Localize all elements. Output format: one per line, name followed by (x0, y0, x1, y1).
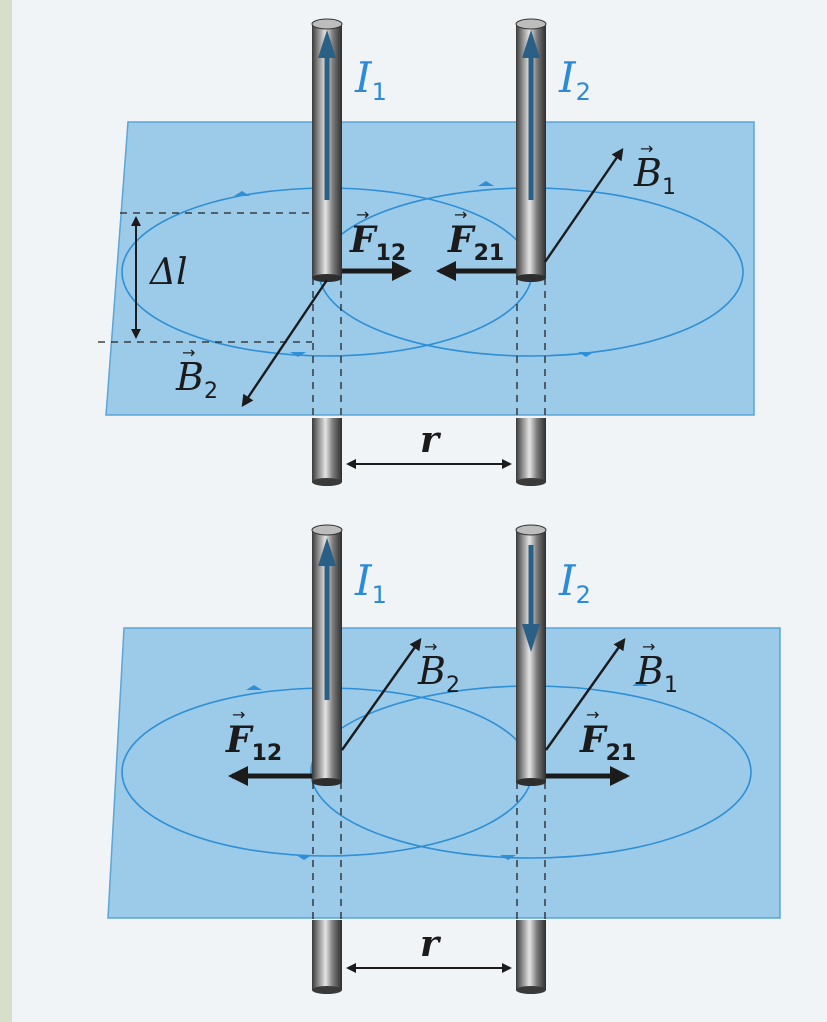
field-direction-arrow (290, 352, 306, 357)
current-2-label: I2 (558, 556, 591, 609)
rod-1-top (311, 18, 343, 30)
svg-text:→: → (424, 637, 437, 656)
length-label: Δl (148, 252, 188, 293)
svg-text:→: → (454, 205, 467, 224)
rod-1-stub (312, 920, 342, 990)
field-direction-arrow (296, 855, 312, 860)
svg-text:→: → (642, 637, 655, 656)
svg-text:→: → (232, 705, 245, 724)
svg-text:B2: B2 (175, 355, 218, 404)
rod-1-stub-end (312, 478, 342, 486)
svg-text:F21: F21 (579, 719, 636, 766)
rod-2-top (515, 524, 547, 536)
svg-text:F12: F12 (225, 719, 282, 766)
svg-text:→: → (356, 205, 369, 224)
field-direction-arrow (632, 681, 648, 686)
top-figure: I1 I2 B1 → B2 → F12 → F21 → Δl r (98, 18, 755, 486)
rod-2-bottom (516, 274, 546, 282)
bottom-figure: I1 I2 B2 → B1 → F12 → F21 → r (107, 524, 781, 994)
field-2-vector (241, 279, 328, 407)
rod-2-stub-end (516, 478, 546, 486)
current-1-arrow-icon (318, 538, 336, 700)
force-12-label: F12 → (349, 205, 406, 266)
field-1-vector (544, 148, 624, 263)
plane (107, 627, 781, 919)
svg-text:B1: B1 (635, 649, 678, 698)
field-2-label: B2 → (175, 343, 218, 404)
svg-text:F21: F21 (447, 219, 504, 266)
rod-2-top (515, 18, 547, 30)
field-direction-arrow (234, 191, 250, 196)
field-direction-arrow (478, 181, 494, 186)
rod-2-stub (516, 418, 546, 482)
rod-1-top (311, 524, 343, 536)
distance-label: r (420, 923, 442, 965)
rod-1-stub (312, 418, 342, 482)
rod-2-stub-end (516, 986, 546, 994)
rod-1-bottom (312, 778, 342, 786)
rod-1-bottom (312, 274, 342, 282)
field-2-vector (341, 638, 422, 751)
force-12-label: F12 → (225, 705, 282, 766)
rod-2-stub (516, 920, 546, 990)
field-1-vector (545, 638, 626, 751)
field-2-label: B2 → (417, 637, 460, 698)
svg-text:F12: F12 (349, 219, 406, 266)
current-2-arrow-icon (522, 30, 540, 200)
current-1-label: I1 (354, 53, 387, 106)
current-2-arrow-down-icon (522, 545, 540, 652)
force-21-label: F21 → (579, 705, 636, 766)
svg-text:→: → (586, 705, 599, 724)
current-2-label: I2 (558, 53, 591, 106)
distance-label: r (420, 419, 442, 461)
rod-1-stub-end (312, 986, 342, 994)
svg-text:→: → (640, 139, 653, 158)
force-21-label: F21 → (447, 205, 504, 266)
svg-text:B1: B1 (633, 151, 676, 200)
svg-text:B2: B2 (417, 649, 460, 698)
field-direction-arrow (578, 352, 594, 357)
field-direction-arrow (500, 855, 516, 860)
rod-2-bottom (516, 778, 546, 786)
svg-text:→: → (182, 343, 195, 362)
field-1-label: B1 → (635, 637, 678, 698)
field-1-label: B1 → (633, 139, 676, 200)
left-margin (0, 0, 12, 1022)
field-direction-arrow (246, 685, 262, 690)
current-1-label: I1 (354, 556, 387, 609)
current-1-arrow-icon (318, 30, 336, 200)
